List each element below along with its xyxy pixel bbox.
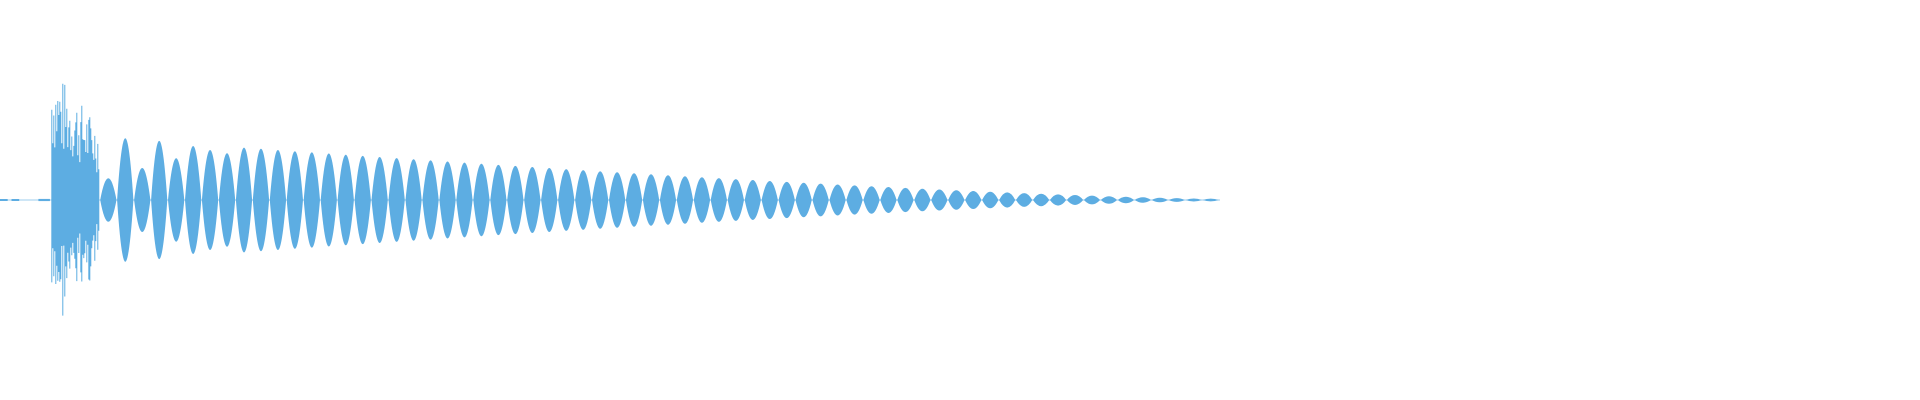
- waveform-pulse: [252, 148, 270, 252]
- onset-burst: [51, 83, 100, 316]
- waveform-pulse: [1016, 193, 1033, 207]
- noise-segment: [38, 198, 50, 202]
- waveform-pulse: [371, 157, 388, 243]
- waveform-pulse: [880, 187, 897, 213]
- waveform-pulse: [575, 170, 592, 230]
- waveform-pulse: [235, 147, 253, 253]
- waveform-pulse: [507, 165, 524, 235]
- waveform-pulse: [761, 180, 778, 220]
- waveform-pulse: [1202, 198, 1219, 202]
- waveform-pulse: [151, 140, 168, 260]
- waveform-pulse: [354, 155, 371, 245]
- waveform-pulse: [795, 182, 812, 218]
- waveform-pulse: [1083, 195, 1101, 205]
- waveform-pulse: [914, 188, 931, 212]
- waveform-pulse: [1066, 195, 1084, 205]
- waveform-pulse: [727, 179, 744, 221]
- waveform-pulse: [1100, 196, 1118, 204]
- waveform-pulse: [982, 191, 999, 209]
- waveform-pulse: [439, 161, 456, 239]
- waveform-pulse: [541, 168, 558, 232]
- waveform-pulse: [134, 167, 151, 233]
- waveform-pulse: [659, 175, 677, 225]
- waveform-pulse: [846, 185, 863, 215]
- waveform-pulse: [388, 158, 405, 242]
- waveform-pulse: [1185, 198, 1202, 202]
- waveform-pulse: [100, 178, 117, 222]
- waveform-pulse: [201, 150, 219, 250]
- waveform-pulse: [185, 146, 202, 254]
- waveform-pulse: [948, 190, 965, 210]
- waveform-pulse: [473, 163, 490, 237]
- waveform-pulse: [778, 181, 795, 219]
- waveform-pulse: [676, 176, 694, 224]
- waveform-pulse: [999, 192, 1016, 208]
- waveform-pulse: [1033, 193, 1050, 207]
- waveform-series: [0, 83, 1219, 316]
- waveform-pulse: [642, 174, 660, 226]
- waveform-pulse: [965, 191, 982, 209]
- waveform-pulse: [269, 150, 287, 250]
- waveform-pulse: [558, 169, 575, 231]
- waveform-pulse: [303, 152, 320, 248]
- waveform-pulse: [592, 171, 609, 229]
- waveform-pulse: [710, 178, 727, 222]
- waveform-pulse: [1151, 197, 1168, 203]
- waveform-pulse: [490, 164, 507, 236]
- waveform-pulse: [829, 184, 846, 216]
- waveform-pulse: [405, 159, 422, 241]
- waveform-pulse: [897, 187, 914, 213]
- waveform-pulse: [286, 151, 303, 249]
- waveform-pulse: [1117, 196, 1135, 204]
- waveform-pulse: [693, 177, 711, 223]
- waveform-pulse: [422, 160, 439, 240]
- waveform-pulse: [218, 153, 236, 247]
- waveform-pulse: [524, 167, 541, 233]
- noise-segment: [11, 199, 20, 201]
- waveform-pulse: [1049, 194, 1067, 206]
- waveform-pulse: [1168, 198, 1185, 202]
- waveform-pulse: [863, 186, 880, 214]
- waveform-pulse: [625, 173, 643, 227]
- waveform-pulse: [1134, 197, 1151, 203]
- waveform-pulse: [337, 154, 354, 246]
- waveform-pulse: [744, 180, 761, 220]
- noise-segment: [0, 199, 8, 201]
- waveform-pulse: [168, 158, 185, 242]
- waveform-pulse: [609, 172, 626, 228]
- waveform-pulse: [931, 189, 948, 211]
- waveform-pulse: [117, 138, 134, 262]
- waveform-pulse: [456, 162, 473, 238]
- waveform-pulse: [320, 153, 337, 247]
- waveform-pulse: [812, 183, 829, 217]
